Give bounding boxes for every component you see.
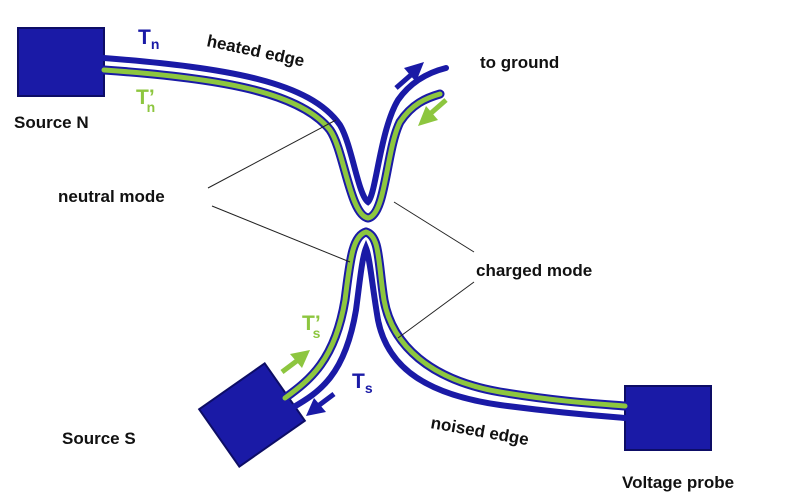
tn-symbol: Tn (138, 26, 159, 52)
source-s-contact (197, 361, 307, 469)
to-ground-neutral-arrow (418, 98, 448, 126)
neutral-mode-leader-lower (211, 205, 351, 263)
ts-symbol: Ts (352, 370, 373, 396)
heated-edge-label: heated edge (205, 31, 306, 70)
upper-edge-neutral-mode-fill (101, 67, 443, 221)
neutral-mode-leader-upper (207, 119, 337, 189)
source-s-neutral-arrow (280, 350, 310, 374)
lower-edge-charged-mode (289, 239, 628, 421)
source-n-label: Source N (14, 113, 89, 132)
to-ground-label: to ground (480, 53, 559, 72)
charged-mode-leader-lower (397, 281, 475, 339)
source-s-charged-arrow (306, 392, 336, 416)
charged-mode-label: charged mode (476, 261, 592, 280)
source-s-label: Source S (62, 429, 136, 448)
lower-edge-neutral-mode-fill (282, 229, 628, 409)
voltage-probe-label: Voltage probe (622, 473, 734, 492)
to-ground-charged-arrow (394, 62, 424, 90)
tn-prime-symbol: T’n (136, 86, 155, 115)
voltage-probe-contact (624, 385, 712, 451)
ts-prime-symbol: T’s (302, 312, 321, 341)
upper-edge-charged-mode (101, 55, 449, 206)
neutral-mode-label: neutral mode (58, 187, 165, 206)
noised-edge-label: noised edge (429, 413, 530, 449)
charged-mode-leader-upper (393, 201, 475, 253)
source-n-contact (17, 27, 105, 97)
